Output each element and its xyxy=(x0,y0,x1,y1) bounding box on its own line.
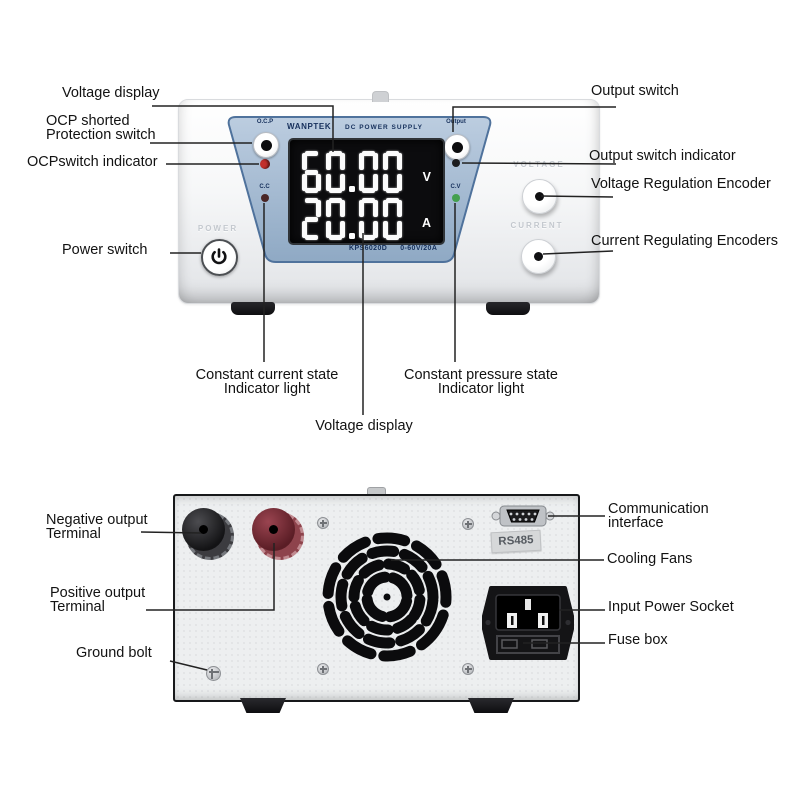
cv-indicator-led xyxy=(452,194,460,202)
cc-indicator-led xyxy=(261,194,269,202)
negative-terminal-hole xyxy=(199,525,208,534)
ground-pin-slot xyxy=(525,599,531,610)
ocp-indicator-led xyxy=(260,159,270,169)
panel-screw xyxy=(317,517,329,529)
back-foot-left xyxy=(240,698,286,713)
label-constant-pressure: Constant pressure state Indicator light xyxy=(404,367,558,397)
current-knob-marker xyxy=(534,252,543,261)
label-voltage-encoder: Voltage Regulation Encoder xyxy=(591,176,771,192)
cv-label: C.V xyxy=(450,184,461,190)
power-pin-slots xyxy=(507,613,548,628)
output-button-center xyxy=(451,141,463,153)
label-voltage-display-top: Voltage display xyxy=(62,85,160,101)
power-switch-button xyxy=(201,239,238,276)
ocp-button-center xyxy=(260,139,272,151)
label-positive-terminal: Positive output Terminal xyxy=(50,585,146,615)
label-output-switch: Output switch xyxy=(591,83,679,99)
label-output-indicator: Output switch indicator xyxy=(589,148,736,164)
panel-header-text: DC POWER SUPPLY xyxy=(345,124,423,131)
front-foot-left xyxy=(231,302,275,315)
voltage-knob-label: VOLTAGE xyxy=(513,160,565,169)
panel-screw xyxy=(462,663,474,675)
voltage-readout xyxy=(299,151,404,193)
output-button xyxy=(444,134,470,160)
current-unit: A xyxy=(421,216,431,230)
label-current-encoders: Current Regulating Encoders xyxy=(591,233,778,249)
current-knob-label: CURRENT xyxy=(510,221,564,230)
socket-screw xyxy=(485,619,491,626)
output-button-label: Output xyxy=(446,119,466,125)
fuse-drawer xyxy=(496,635,560,654)
current-readout xyxy=(299,198,404,240)
label-constant-current: Constant current state Indicator light xyxy=(195,367,339,397)
front-foot-right xyxy=(486,302,530,315)
label-cooling-fans: Cooling Fans xyxy=(607,551,693,567)
label-power-switch: Power switch xyxy=(62,242,148,258)
label-negative-terminal: Negative output Terminal xyxy=(46,512,148,542)
current-knob xyxy=(521,239,556,274)
ground-bolt-screw xyxy=(206,666,221,681)
voltage-knob xyxy=(522,179,557,214)
voltage-knob-marker xyxy=(535,192,544,201)
label-voltage-display-bottom: Voltage display xyxy=(315,418,413,434)
db9-serial-connector xyxy=(491,505,555,527)
power-supply-back-view: RS485 xyxy=(173,487,580,715)
panel-screw xyxy=(462,518,474,530)
ocp-button-label: O.C.P xyxy=(256,119,274,125)
label-input-power-socket: Input Power Socket xyxy=(608,599,734,615)
voltage-unit: V xyxy=(422,170,431,184)
power-area-label: POWER xyxy=(197,224,239,233)
label-fuse-box: Fuse box xyxy=(608,632,668,648)
output-indicator-led xyxy=(452,159,460,167)
rating-text: 0-60V/20A xyxy=(400,245,438,252)
panel-screw xyxy=(317,663,329,675)
power-icon xyxy=(211,248,227,265)
label-communication-interface: Communication interface xyxy=(608,501,709,531)
label-ground-bolt: Ground bolt xyxy=(76,645,152,661)
model-number: KPS6020D xyxy=(349,245,388,252)
power-supply-front-view: WANPTEK DC POWER SUPPLY O.C.P C.C Output… xyxy=(178,91,600,315)
label-ocp-protection-switch: OCP shorted Protection switch xyxy=(46,113,156,143)
label-ocp-indicator: OCPswitch indicator xyxy=(27,154,158,170)
input-power-socket xyxy=(482,586,574,660)
brand-logo: WANPTEK xyxy=(287,122,332,131)
rs485-sticker: RS485 xyxy=(490,529,542,554)
positive-terminal-hole xyxy=(269,525,278,534)
back-handle-tab xyxy=(367,487,386,496)
ocp-button xyxy=(253,132,279,158)
positive-output-terminal xyxy=(252,508,304,560)
negative-output-terminal xyxy=(182,508,234,560)
cc-label: C.C xyxy=(259,184,270,190)
cooling-fan-grille xyxy=(322,532,452,662)
handle-tab xyxy=(372,91,389,102)
lcd-display: V A xyxy=(288,138,445,245)
socket-screw xyxy=(565,619,571,626)
back-foot-right xyxy=(468,698,514,713)
